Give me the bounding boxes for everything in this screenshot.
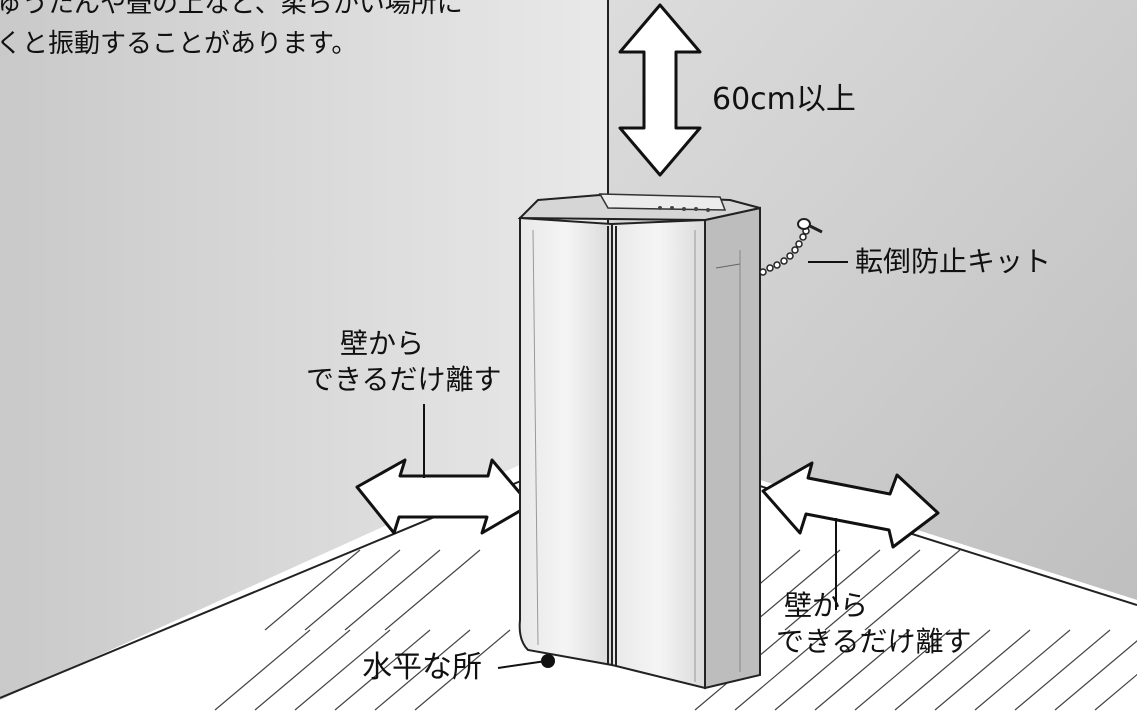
floorboard-line [1094,673,1137,711]
wall-right-label-line-2: できるだけ離す [776,625,972,658]
unit-control-panel [598,193,727,211]
floorboard-line [304,549,401,631]
floorboard-line [824,549,921,631]
control-buttons [658,206,710,212]
floorboard-line [774,629,871,711]
wall-left-label-line-1: 壁から [340,327,425,360]
note-line-1: ゅうたんや畳の上など、柔らかい場所に [0,0,463,19]
unit-front-right-panel [611,218,706,690]
wall-screw-icon [797,218,823,234]
floorboard-line [784,549,881,631]
floorboard-line [1014,629,1111,711]
unit-front-left-panel [518,216,613,667]
floorboard-line [814,629,911,711]
floorboard-line [414,629,511,711]
floorboard-line [934,629,1031,711]
floorboard-line [384,549,481,631]
floorboard-line [734,629,831,711]
floorboard-lines [214,549,1137,711]
note-line-2: くと振動することがあります。 [0,29,358,59]
left-wall [0,0,608,700]
unit-side-panel [704,206,761,690]
clearance-top-label: 60cm以上 [712,82,856,117]
floorboard-line [374,629,471,711]
wall-right-label-line-1: 壁から [784,589,869,622]
clearance-arrow-top [618,3,702,177]
floorboard-line [214,629,311,711]
floorboard-line [334,629,431,711]
floorboard-line [894,629,991,711]
floorboard-line [264,549,361,631]
level-point-marker [541,654,555,668]
floorboard-line [294,629,391,711]
dehumidifier-unit [517,193,761,690]
leader-line-level [497,660,547,669]
anti-tip-kit-label: 転倒防止キット [855,245,1052,278]
floorboard-line [254,629,351,711]
floorboard-line [974,629,1071,711]
wall-left-label-line-2: できるだけ離す [306,363,502,396]
anti-tip-kit-chain [759,227,810,276]
floorboard-line [864,549,961,631]
level-place-label: 水平な所 [362,650,482,685]
floorboard-line [1054,640,1137,711]
clearance-arrow-right [761,461,940,549]
floorboard-line [854,629,951,711]
floorboard-line [344,549,441,631]
